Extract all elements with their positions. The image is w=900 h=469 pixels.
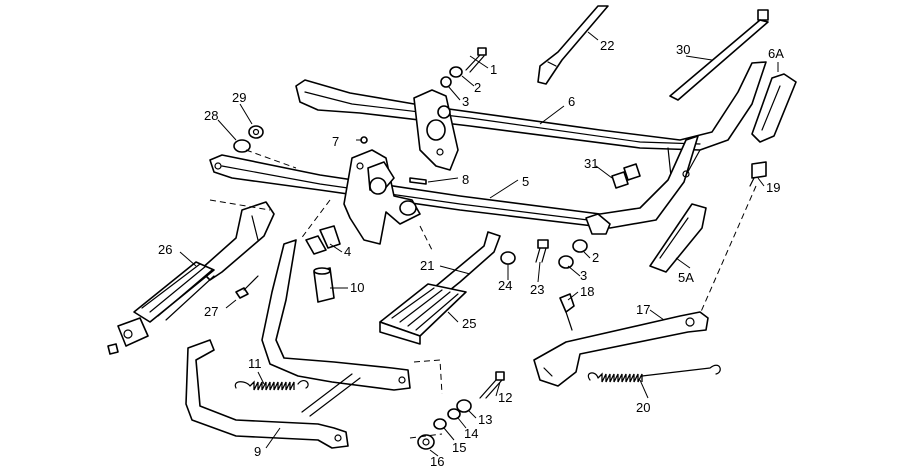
washer-part-2-top xyxy=(449,66,463,78)
nut-part-3-lower xyxy=(558,255,574,269)
nut-part-29 xyxy=(248,125,264,139)
callout-15: 15 xyxy=(452,440,466,455)
nut-part-16 xyxy=(417,434,435,450)
callout-30: 30 xyxy=(676,42,690,57)
bolt-part-27 xyxy=(235,275,259,299)
spring-part-11 xyxy=(234,380,309,391)
leader-lines xyxy=(179,31,779,457)
bolt-part-1 xyxy=(465,47,487,73)
callout-labels: 1 2 3 6 7 8 5 22 30 6A 31 19 5A 2 3 23 2… xyxy=(158,38,784,469)
callout-1: 1 xyxy=(490,62,497,77)
callout-26: 26 xyxy=(158,242,172,257)
washer-part-14 xyxy=(447,408,461,420)
side-stand-part-17 xyxy=(533,311,709,387)
callout-24: 24 xyxy=(498,278,512,293)
footrest-rubber-part-25 xyxy=(379,283,467,345)
callout-12: 12 xyxy=(498,390,512,405)
bolt-part-23 xyxy=(535,239,549,263)
bushing-part-28 xyxy=(233,139,251,153)
washer-part-15 xyxy=(433,418,447,430)
callout-28: 28 xyxy=(204,108,218,123)
side-plate-part-5A xyxy=(649,203,707,273)
callout-20: 20 xyxy=(636,400,650,415)
callout-8: 8 xyxy=(462,172,469,187)
nut-part-3-top xyxy=(440,76,452,88)
footrest-bracket-part-21 xyxy=(435,231,501,291)
callout-18: 18 xyxy=(580,284,594,299)
callout-27: 27 xyxy=(204,304,218,319)
side-plate-part-6A xyxy=(751,73,797,143)
bushings-part-31 xyxy=(611,163,641,189)
callout-2-top: 2 xyxy=(474,80,481,95)
pin-part-19 xyxy=(749,161,767,187)
callout-6A: 6A xyxy=(768,46,784,61)
callout-10: 10 xyxy=(350,280,364,295)
pin-part-8 xyxy=(409,177,427,185)
long-bolt-part-30 xyxy=(669,9,769,101)
rubber-block-part-10 xyxy=(313,267,335,303)
washer-part-2-lower xyxy=(572,239,588,253)
callout-25: 25 xyxy=(462,316,476,331)
bracket-part-22 xyxy=(537,5,609,85)
callout-11: 11 xyxy=(248,356,262,371)
callout-5: 5 xyxy=(522,174,529,189)
callout-22: 22 xyxy=(600,38,614,53)
callout-4: 4 xyxy=(344,244,351,259)
spring-part-20 xyxy=(587,364,721,383)
lower-bracket xyxy=(343,149,421,245)
callout-19: 19 xyxy=(766,180,780,195)
callout-31: 31 xyxy=(584,156,598,171)
callout-23: 23 xyxy=(530,282,544,297)
callout-3-top: 3 xyxy=(462,94,469,109)
callout-13: 13 xyxy=(478,412,492,427)
footrest-left-part-26 xyxy=(107,201,275,355)
callout-5A: 5A xyxy=(678,270,694,285)
callout-6: 6 xyxy=(568,94,575,109)
callout-3-lower: 3 xyxy=(580,268,587,283)
callout-7: 7 xyxy=(332,134,339,149)
callout-29: 29 xyxy=(232,90,246,105)
callout-16: 16 xyxy=(430,454,444,469)
callout-2-lower: 2 xyxy=(592,250,599,265)
washer-part-13 xyxy=(456,399,472,413)
frame-bracket xyxy=(413,89,459,171)
center-stand-part-9 xyxy=(185,239,411,449)
lower-frame-rail xyxy=(209,135,699,235)
callout-17: 17 xyxy=(636,302,650,317)
bushings-part-4 xyxy=(305,225,341,255)
callout-9: 9 xyxy=(254,444,261,459)
nut-part-24 xyxy=(500,251,516,265)
callout-14: 14 xyxy=(464,426,478,441)
callout-21: 21 xyxy=(420,258,434,273)
assembly-dashed-lines xyxy=(209,149,757,439)
rubber-part-18 xyxy=(559,293,575,331)
